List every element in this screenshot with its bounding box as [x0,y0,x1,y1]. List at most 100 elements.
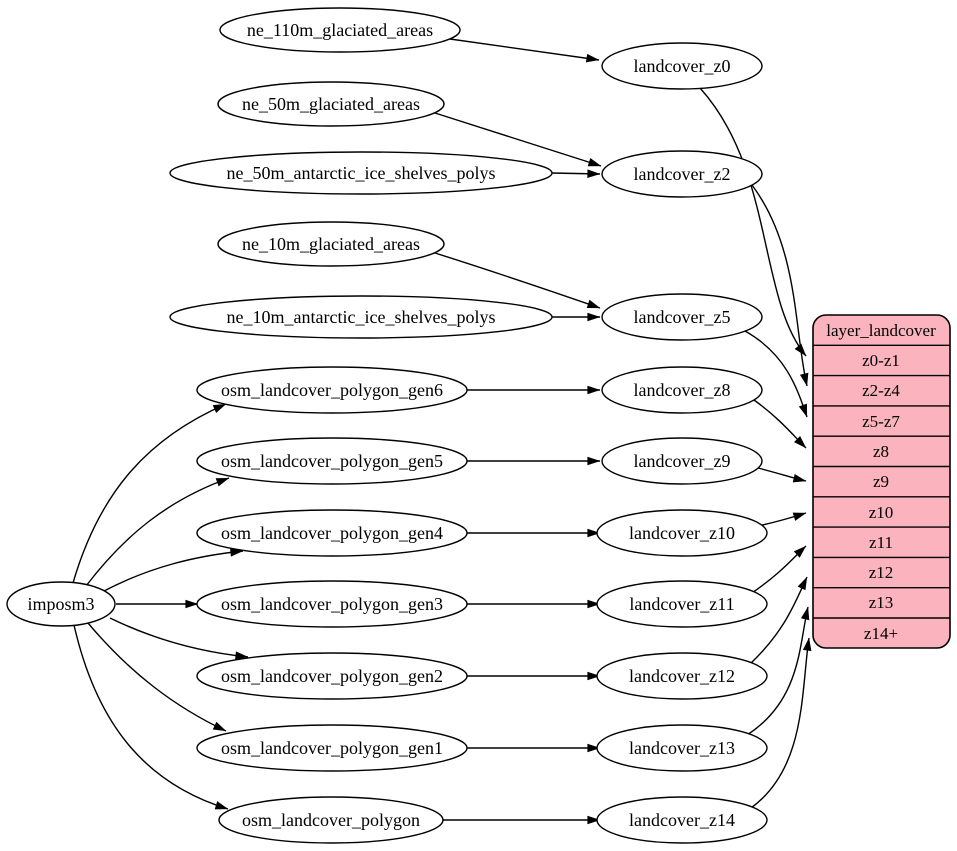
node-label: osm_landcover_polygon_gen2 [221,666,443,686]
edge-landcover-z10-to-row-z10 [757,512,807,527]
node-landcover-z11: landcover_z11 [596,580,768,628]
node-label: landcover_z11 [629,594,734,614]
node-label: osm_landcover_polygon_gen6 [221,380,443,400]
node-ellipse [196,437,468,485]
node-ellipse [596,796,768,844]
node-label: osm_landcover_polygon_gen1 [221,738,443,758]
node-osm-landcover-polygon-gen3: osm_landcover_polygon_gen3 [196,580,468,628]
node-landcover-z14: landcover_z14 [596,796,768,844]
node-label: ne_110m_glaciated_areas [247,20,433,40]
node-ne-50m-antarctic-ice-shelves-polys: ne_50m_antarctic_ice_shelves_polys [169,151,553,195]
node-osm-landcover-polygon-gen4: osm_landcover_polygon_gen4 [196,509,468,557]
node-ellipse [601,150,763,198]
edge-landcover-z13-to-row-z13 [746,606,810,736]
edge-imposm3-to-osm-landcover-polygon-gen2 [109,617,249,660]
node-osm-landcover-polygon-gen2: osm_landcover_polygon_gen2 [196,652,468,700]
node-ellipse [169,295,553,339]
table-row-z0-z1: z0-z1 [862,351,900,370]
node-ellipse [196,580,468,628]
node-ellipse [6,581,116,627]
intermediate-node-layer: landcover_z0 landcover_z2 landcover_z5 l… [596,42,768,844]
node-ellipse [196,724,468,772]
node-landcover-z8: landcover_z8 [601,366,763,414]
edge-layer [72,38,812,825]
node-ne-50m-glaciated-areas: ne_50m_glaciated_areas [217,81,445,127]
node-label: imposm3 [27,594,94,614]
edge-imposm3-to-osm-landcover-polygon-gen6 [72,403,227,584]
node-ne-10m-antarctic-ice-shelves-polys: ne_10m_antarctic_ice_shelves_polys [169,295,553,339]
node-ne-10m-glaciated-areas: ne_10m_glaciated_areas [217,221,445,267]
edge-imposm3-to-osm-landcover-polygon [73,624,229,810]
node-ellipse [596,509,768,557]
node-ellipse [601,42,763,90]
node-label: landcover_z5 [634,307,731,327]
node-label: landcover_z0 [634,56,731,76]
node-label: landcover_z10 [629,523,735,543]
table-row-z2-z4: z2-z4 [862,381,900,400]
node-ellipse [196,366,468,414]
node-ellipse [596,580,768,628]
node-label: landcover_z2 [634,164,731,184]
node-ellipse [217,221,445,267]
node-label: landcover_z12 [629,666,735,686]
node-ellipse [196,652,468,700]
edge-imposm3-to-osm-landcover-polygon-gen5 [85,477,230,587]
edge-landcover-z2-to-row-z2-z4 [751,184,809,387]
node-osm-landcover-polygon-gen6: osm_landcover_polygon_gen6 [196,366,468,414]
node-landcover-z10: landcover_z10 [596,509,768,557]
node-ellipse [596,724,768,772]
table-layer-landcover: layer_landcover z0-z1 z2-z4 z5-z7 z8 z9 … [812,314,951,649]
edge-landcover-z14-to-row-z14plus [750,637,812,809]
edge-imposm3-to-osm-landcover-polygon-gen4 [103,548,244,592]
source-node-layer: ne_110m_glaciated_areas ne_50m_glaciated… [6,7,553,844]
node-osm-landcover-polygon-gen5: osm_landcover_polygon_gen5 [196,437,468,485]
edge-landcover-z12-to-row-z12 [749,576,808,665]
edge-landcover-z5-to-row-z5-z7 [744,330,808,418]
node-ellipse [601,293,763,341]
node-landcover-z13: landcover_z13 [596,724,768,772]
table-row-z14plus: z14+ [864,624,898,643]
table-row-z13: z13 [869,593,894,612]
table-row-z11: z11 [869,533,893,552]
node-label: osm_landcover_polygon_gen4 [221,523,443,543]
table-row-z8: z8 [873,442,889,461]
table-row-z5-z7: z5-z7 [862,412,900,431]
node-label: landcover_z14 [629,810,735,830]
node-label: landcover_z13 [629,738,735,758]
node-ellipse [218,796,444,844]
table-header: layer_landcover [826,321,936,340]
node-label: ne_10m_antarctic_ice_shelves_polys [227,307,496,327]
node-osm-landcover-polygon-gen1: osm_landcover_polygon_gen1 [196,724,468,772]
node-landcover-z9: landcover_z9 [601,437,763,485]
node-ellipse [169,151,553,195]
node-ellipse [596,652,768,700]
node-ellipse [601,437,763,485]
node-landcover-z5: landcover_z5 [601,293,763,341]
node-ellipse [601,366,763,414]
table-row-z10: z10 [869,503,894,522]
node-ellipse [219,7,461,53]
table-outline [812,314,951,649]
edge-ne-110m-glaciated-areas-to-landcover-z0 [449,38,600,63]
edge-landcover-z9-to-row-z9 [757,467,807,483]
node-label: ne_50m_glaciated_areas [242,94,420,114]
node-osm-landcover-polygon: osm_landcover_polygon [218,796,444,844]
node-label: landcover_z8 [634,380,731,400]
node-label: ne_10m_glaciated_areas [242,234,420,254]
node-ellipse [196,509,468,557]
edge-landcover-z11-to-row-z11 [751,545,807,594]
node-landcover-z0: landcover_z0 [601,42,763,90]
edge-ne-10m-glaciated-areas-to-landcover-z5 [434,252,601,309]
edge-landcover-z8-to-row-z8 [753,399,807,449]
node-ne-110m-glaciated-areas: ne_110m_glaciated_areas [219,7,461,53]
node-imposm3: imposm3 [6,581,116,627]
node-landcover-z12: landcover_z12 [596,652,768,700]
node-label: landcover_z9 [634,451,731,471]
edge-imposm3-to-osm-landcover-polygon-gen1 [87,622,227,732]
table-row-z12: z12 [869,563,894,582]
node-label: osm_landcover_polygon_gen3 [221,594,443,614]
node-ellipse [217,81,445,127]
